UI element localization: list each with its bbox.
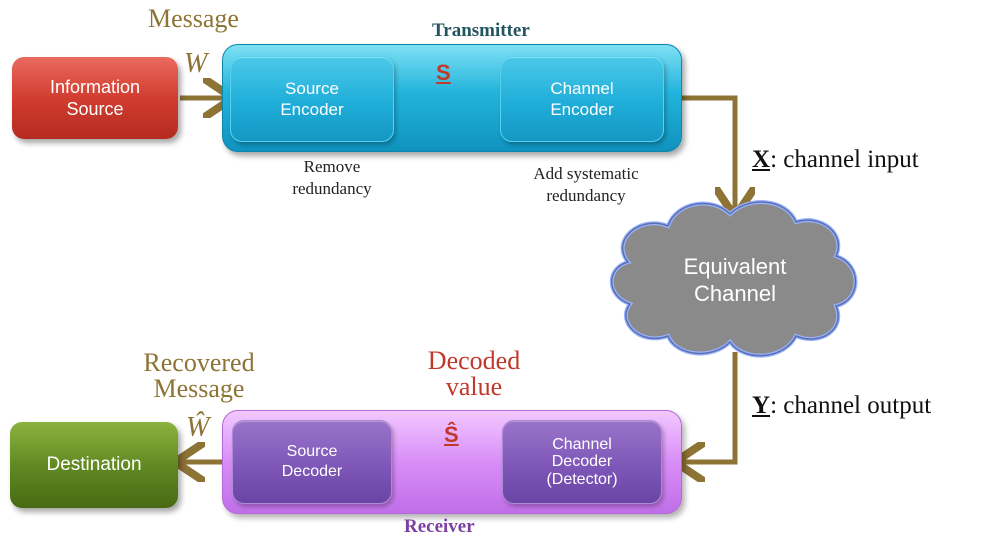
channel-encoder-block: Channel Encoder xyxy=(500,56,664,142)
note-add-systematic-redundancy: Add systematic redundancy xyxy=(533,164,639,206)
note-remove-redundancy: Remove redundancy xyxy=(292,157,372,199)
message-symbol: W xyxy=(184,48,208,79)
equivalent-channel-label-box: Equivalent Channel xyxy=(640,240,830,320)
receiver-title: Receiver xyxy=(404,516,475,537)
channel-input-label: X: channel input xyxy=(752,146,919,174)
source-decoder-block: Source Decoder xyxy=(232,420,392,504)
decoded-value-label: Decoded value xyxy=(427,346,521,401)
transmitter-title: Transmitter xyxy=(432,20,530,41)
channel-input-text: : channel input xyxy=(770,146,919,173)
source-encoder-label: Source Encoder xyxy=(280,78,344,119)
channel-cloud-shape xyxy=(609,200,858,358)
message-label: Message xyxy=(148,4,239,33)
channel-output-label: Y: channel output xyxy=(752,392,931,420)
channel-output-symbol: Y xyxy=(752,392,771,419)
channel-encoder-label: Channel Encoder xyxy=(550,78,614,119)
information-source-block: Information Source xyxy=(12,57,178,139)
information-source-label: Information Source xyxy=(49,76,141,120)
channel-decoder-block: Channel Decoder (Detector) xyxy=(502,420,662,504)
channel-output-text: : channel output xyxy=(770,392,932,419)
source-encoder-block: Source Encoder xyxy=(230,56,394,142)
source-decoder-label: Source Decoder xyxy=(281,443,343,480)
arrow-transmitter-to-channel xyxy=(680,95,735,212)
destination-block: Destination xyxy=(10,422,178,508)
equivalent-channel-label: Equivalent Channel xyxy=(683,253,787,307)
arrow-channel-to-receiver xyxy=(680,352,738,462)
recovered-message-label: Recovered Message xyxy=(143,348,255,403)
destination-label: Destination xyxy=(46,454,142,476)
decoded-symbol-s-hat: Ŝ xyxy=(444,422,459,447)
encoded-symbol-s: S xyxy=(436,60,451,85)
channel-decoder-label: Channel Decoder (Detector) xyxy=(546,435,618,488)
channel-input-symbol: X xyxy=(752,146,771,173)
recovered-message-symbol: Ŵ xyxy=(186,412,210,443)
